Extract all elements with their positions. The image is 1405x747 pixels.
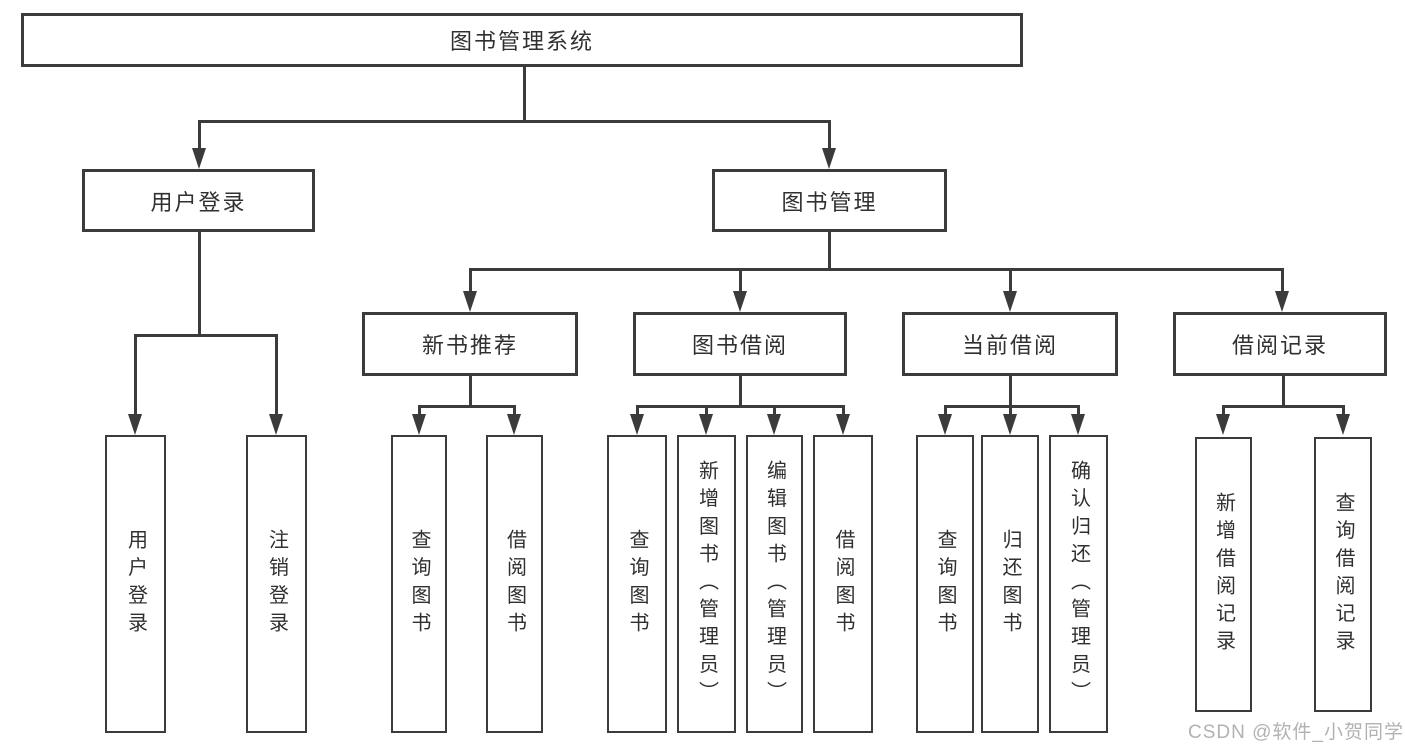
leaf-return-book: 归还图书: [981, 435, 1039, 733]
arrowhead-leaf-return-book: [1003, 414, 1017, 435]
csdn-watermark: CSDN @软件_小贺同学: [1188, 722, 1404, 743]
leaf-logout-label: 注销登录: [265, 528, 288, 640]
arrowhead-leaf-add-book: [699, 414, 713, 435]
leaf-confirm-return-admin-label: 确认归还（管理员）: [1067, 459, 1090, 709]
arrowhead-book-borrow: [733, 291, 747, 312]
arrowhead-leaf-edit-book: [767, 414, 781, 435]
arrowhead-leaf-query-borrow: [630, 414, 644, 435]
arrowhead-leaf-borrow-recommend: [507, 414, 521, 435]
connector-root-stem: [523, 67, 526, 121]
connector-new-book-recommend-bar: [418, 405, 516, 408]
leaf-query-borrow-record: 查询借阅记录: [1314, 437, 1372, 712]
leaf-borrow-books-label: 借阅图书: [832, 528, 854, 640]
connector-book-borrow-bar: [636, 405, 844, 408]
connector-borrow-records-bar: [1222, 405, 1344, 408]
connector-to-book-borrow: [739, 268, 742, 291]
connector-to-current-borrow: [1009, 268, 1012, 291]
node-book-borrow-label: 图书借阅: [691, 333, 788, 358]
connector-to-leaf-confirm-return: [1077, 405, 1080, 414]
node-book-borrow: 图书借阅: [633, 312, 847, 376]
arrowhead-new-book-recommend: [463, 291, 477, 312]
node-borrow-records: 借阅记录: [1173, 312, 1387, 376]
connector-to-leaf-edit-book: [773, 405, 776, 414]
node-current-borrow: 当前借阅: [902, 312, 1118, 376]
arrowhead-book-management: [822, 148, 836, 169]
connector-borrow-records-stem: [1282, 376, 1285, 407]
leaf-query-books-recommend-label: 查询图书: [408, 528, 430, 640]
connector-to-user-login: [198, 120, 201, 148]
arrowhead-leaf-add-record: [1216, 414, 1230, 435]
arrowhead-leaf-query-record: [1336, 414, 1350, 435]
connector-to-leaf-return-book: [1009, 405, 1012, 414]
leaf-user-login-label: 用户登录: [124, 528, 147, 640]
connector-level3-bar: [469, 268, 1283, 271]
node-root-label: 图书管理系统: [449, 29, 594, 54]
connector-to-leaf-add-record: [1222, 405, 1225, 414]
node-current-borrow-label: 当前借阅: [961, 333, 1058, 358]
connector-to-book-management: [828, 120, 831, 148]
connector-book-borrow-stem: [739, 376, 742, 407]
connector-to-leaf-logout: [275, 334, 278, 414]
arrowhead-current-borrow: [1003, 291, 1017, 312]
connector-to-leaf-borrow-book: [842, 405, 845, 414]
arrowhead-leaf-query-current: [938, 414, 952, 435]
leaf-add-borrow-record: 新增借阅记录: [1195, 437, 1252, 712]
connector-book-management-stem: [828, 232, 831, 271]
arrowhead-leaf-confirm-return: [1071, 414, 1085, 435]
connector-to-leaf-user-login: [134, 334, 137, 414]
arrowhead-borrow-records: [1275, 291, 1289, 312]
leaf-add-book-admin: 新增图书（管理员）: [677, 435, 736, 733]
connector-to-new-book-recommend: [469, 268, 472, 291]
leaf-logout: 注销登录: [246, 435, 307, 733]
node-book-management: 图书管理: [712, 169, 947, 232]
node-new-book-recommend-label: 新书推荐: [421, 333, 518, 358]
connector-to-leaf-query-borrow: [636, 405, 639, 414]
connector-to-borrow-records: [1281, 268, 1284, 291]
node-new-book-recommend: 新书推荐: [362, 312, 578, 376]
leaf-edit-book-admin: 编辑图书（管理员）: [746, 435, 803, 733]
leaf-borrow-books: 借阅图书: [813, 435, 873, 733]
connector-to-leaf-add-book: [705, 405, 708, 414]
leaf-user-login: 用户登录: [105, 435, 166, 733]
leaf-borrow-books-recommend-label: 借阅图书: [503, 528, 526, 640]
arrowhead-leaf-user-login: [128, 414, 142, 435]
connector-level2-bar: [198, 120, 831, 123]
leaf-query-books-current-label: 查询图书: [934, 528, 956, 640]
leaf-edit-book-admin-label: 编辑图书（管理员）: [763, 459, 786, 709]
leaf-query-books-borrow-label: 查询图书: [626, 528, 648, 640]
connector-to-leaf-borrow-recommend: [513, 405, 516, 414]
arrowhead-user-login: [192, 148, 206, 169]
leaf-add-book-admin-label: 新增图书（管理员）: [695, 459, 718, 709]
leaf-confirm-return-admin: 确认归还（管理员）: [1049, 435, 1108, 733]
connector-to-leaf-query-current: [944, 405, 947, 414]
leaf-add-borrow-record-label: 新增借阅记录: [1212, 491, 1235, 658]
arrowhead-leaf-borrow-book: [836, 414, 850, 435]
leaf-query-borrow-record-label: 查询借阅记录: [1332, 491, 1354, 658]
arrowhead-leaf-logout: [269, 414, 283, 435]
node-user-login-label: 用户登录: [150, 189, 247, 215]
leaf-query-books-recommend: 查询图书: [391, 435, 447, 733]
leaf-query-books-borrow: 查询图书: [607, 435, 667, 733]
connector-to-leaf-query-recommend: [418, 405, 421, 414]
connector-user-login-stem: [198, 232, 201, 336]
leaf-query-books-current: 查询图书: [916, 435, 974, 733]
connector-current-borrow-stem: [1009, 376, 1012, 407]
leaf-return-book-label: 归还图书: [999, 528, 1021, 640]
connector-user-login-bar: [134, 334, 277, 337]
leaf-borrow-books-recommend: 借阅图书: [486, 435, 543, 733]
connector-to-leaf-query-record: [1342, 405, 1345, 414]
node-root: 图书管理系统: [21, 13, 1023, 67]
node-user-login: 用户登录: [82, 169, 315, 232]
node-borrow-records-label: 借阅记录: [1231, 333, 1328, 358]
connector-new-book-recommend-stem: [469, 376, 472, 407]
node-book-management-label: 图书管理: [781, 189, 878, 215]
arrowhead-leaf-query-recommend: [412, 414, 426, 435]
